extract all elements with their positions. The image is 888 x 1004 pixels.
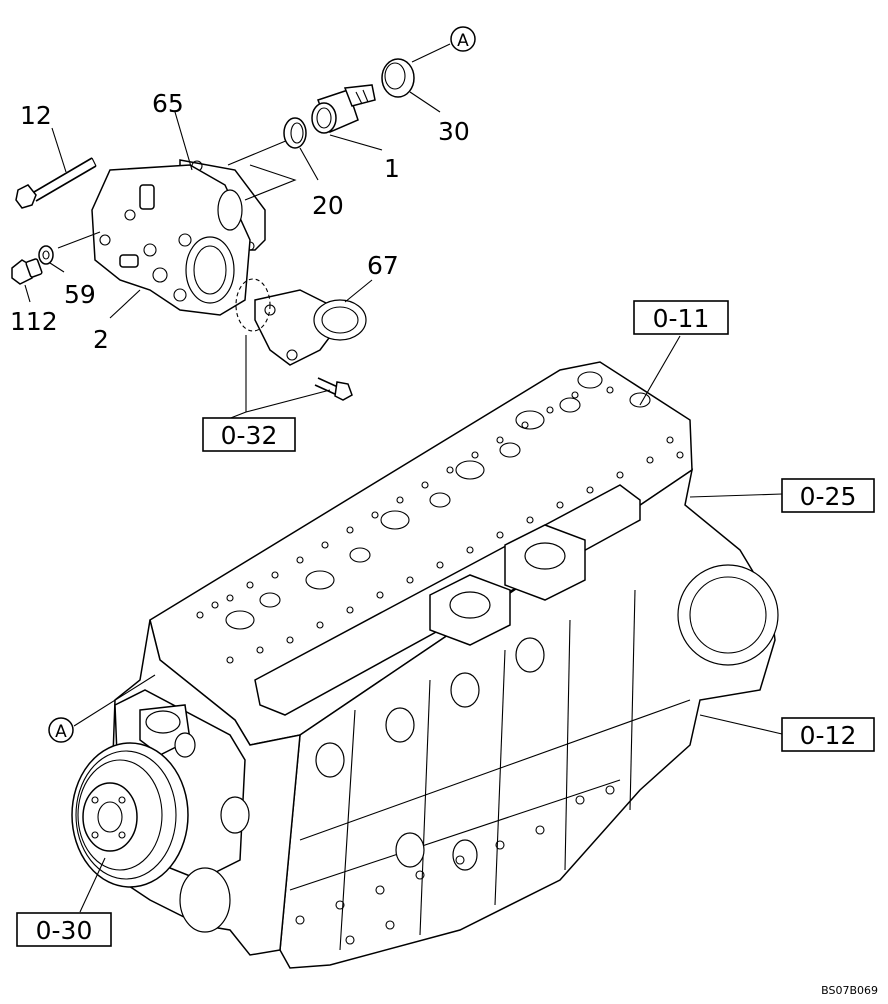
thermostat-part xyxy=(311,84,376,134)
crankshaft-pulley xyxy=(71,742,189,888)
drawing-code: BS07B069 xyxy=(821,984,878,997)
callout-12: 12 xyxy=(20,101,52,130)
ref-label-0-32: 0-32 xyxy=(221,421,278,450)
thermostat-housing-assembly xyxy=(57,134,301,316)
circle-ref-bottom: A xyxy=(48,717,74,743)
callout-1: 1 xyxy=(384,154,400,183)
reference-box-0-25[interactable]: 0-25 xyxy=(781,478,875,513)
circle-ref-top: A xyxy=(450,26,476,52)
callout-59: 59 xyxy=(64,280,96,309)
reference-box-0-12[interactable]: 0-12 xyxy=(781,717,875,752)
o-ring xyxy=(381,58,415,98)
seal-ring xyxy=(283,117,307,149)
callout-112: 112 xyxy=(10,307,58,336)
callout-65: 65 xyxy=(152,89,184,118)
gasket-outline xyxy=(235,278,271,332)
circle-ref-bottom-label: A xyxy=(55,722,67,742)
ref-label-0-30: 0-30 xyxy=(36,916,93,945)
callout-20: 20 xyxy=(312,191,344,220)
callout-30: 30 xyxy=(438,117,470,146)
washer xyxy=(38,245,54,265)
ref-label-0-25: 0-25 xyxy=(800,482,857,511)
reference-box-0-30[interactable]: 0-30 xyxy=(16,912,112,947)
ref-label-0-11: 0-11 xyxy=(653,304,710,333)
callout-numbers: 12 65 1 20 30 59 112 2 67 xyxy=(10,89,470,354)
ref-label-0-12: 0-12 xyxy=(800,721,857,750)
reference-box-0-11[interactable]: 0-11 xyxy=(633,300,729,335)
callout-2: 2 xyxy=(93,325,109,354)
bolt-long xyxy=(15,157,97,209)
bolt-short xyxy=(314,377,353,401)
circle-ref-top-label: A xyxy=(457,31,469,51)
reference-box-0-32[interactable]: 0-32 xyxy=(202,417,296,452)
drain-plug xyxy=(11,258,43,285)
callout-67: 67 xyxy=(367,251,399,280)
water-outlet-pipe xyxy=(254,289,367,366)
engine-block xyxy=(109,361,779,969)
